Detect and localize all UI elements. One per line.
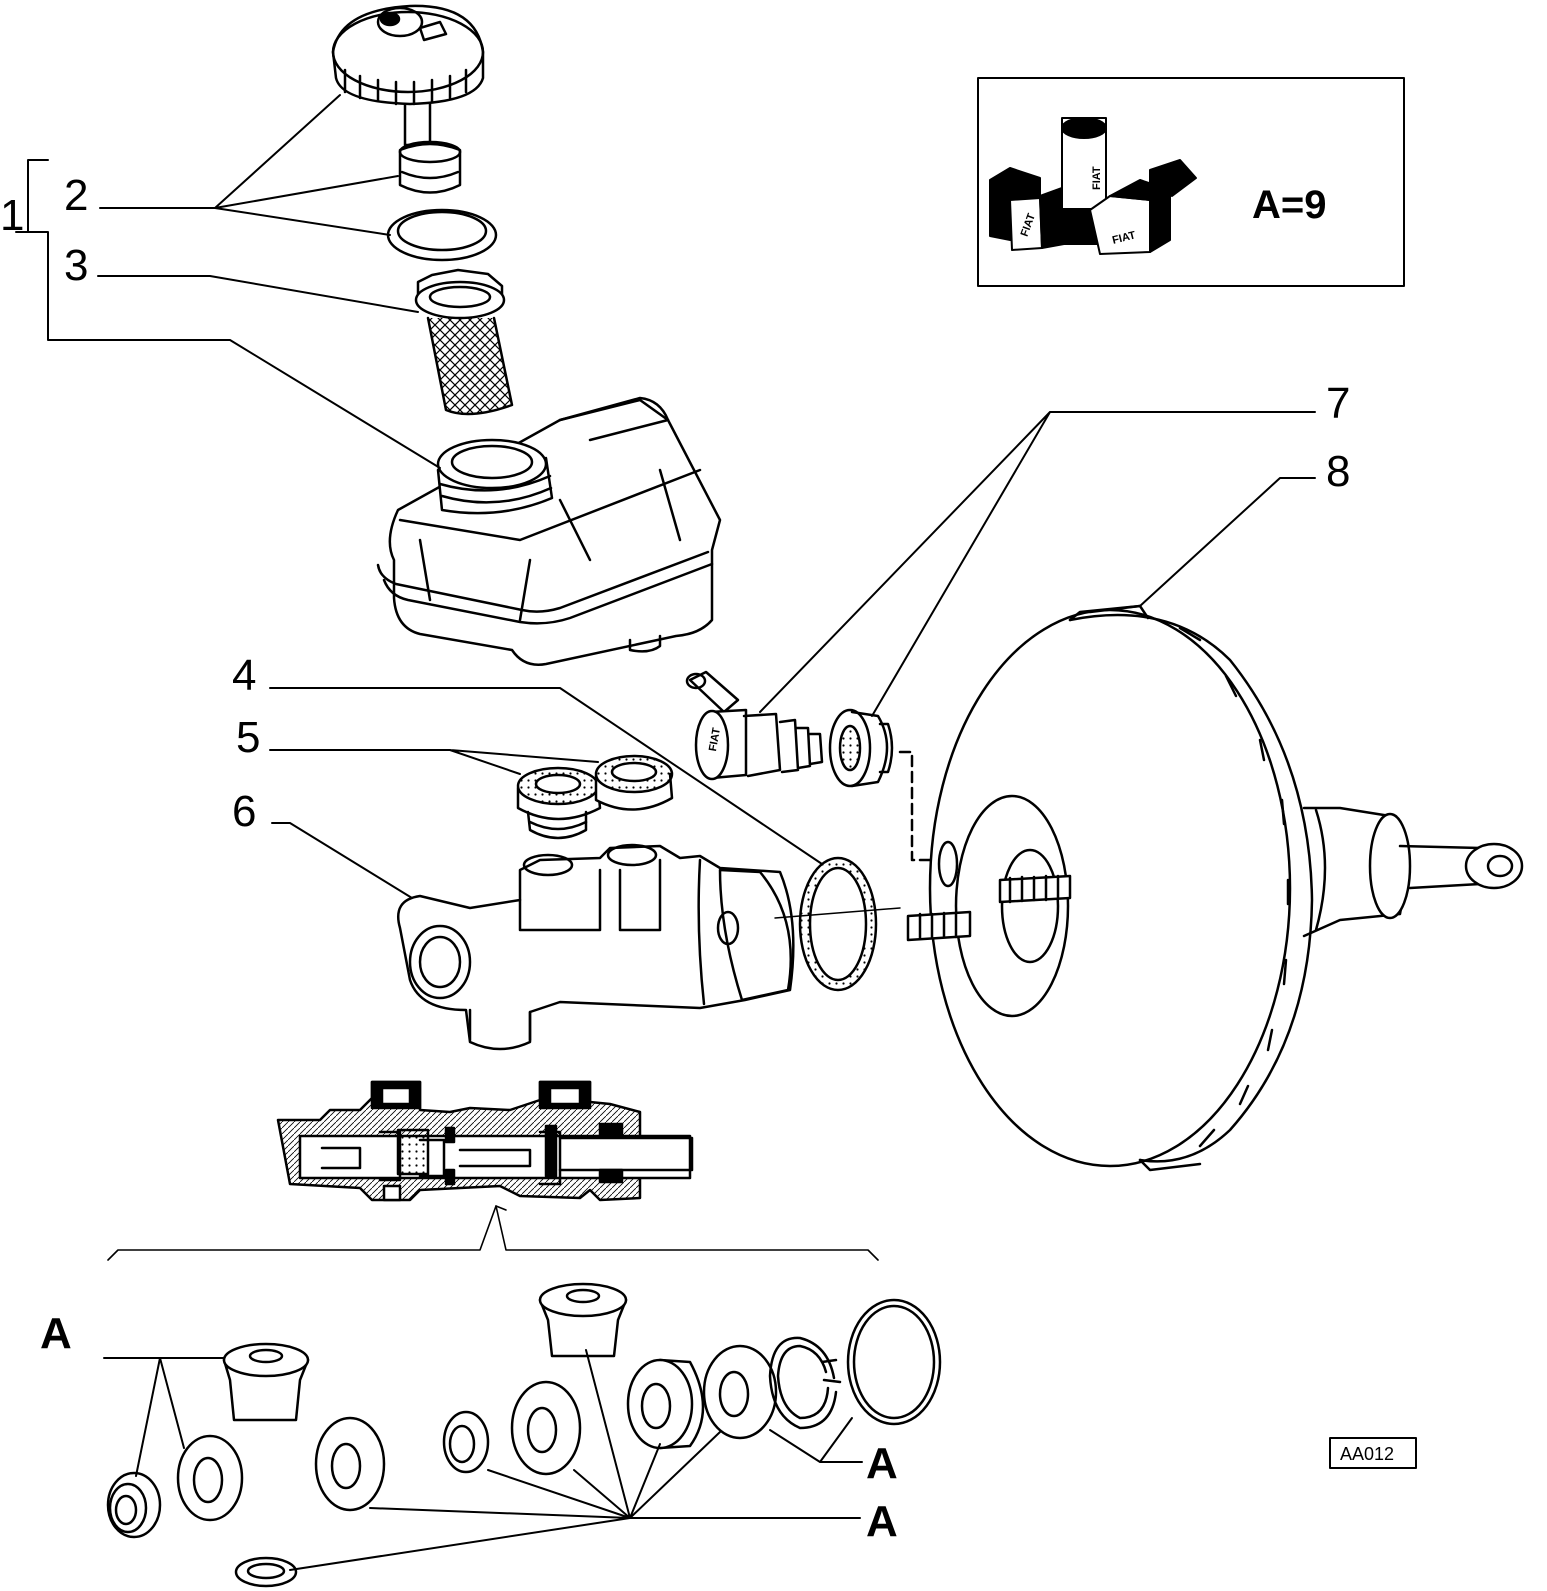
label-2: 2 bbox=[64, 171, 88, 220]
svg-text:FIAT: FIAT bbox=[707, 727, 723, 753]
filter-strainer bbox=[414, 268, 514, 416]
kit-seal-7 bbox=[702, 1344, 778, 1440]
label-a-left: A bbox=[40, 1309, 72, 1358]
reservoir-cap bbox=[331, 4, 485, 194]
label-a-right-top: A bbox=[866, 1439, 898, 1488]
grommet-right bbox=[594, 754, 674, 811]
kit-o-ring bbox=[846, 1298, 942, 1426]
drawing-code-box bbox=[1329, 1437, 1417, 1469]
kit-seal-6 bbox=[626, 1358, 705, 1450]
label-6: 6 bbox=[232, 787, 256, 836]
master-cylinder bbox=[397, 843, 795, 1051]
label-1: 1 bbox=[0, 191, 24, 240]
kit-info-box: FIAT FIAT FIAT bbox=[977, 77, 1405, 287]
valve-grommet bbox=[828, 708, 940, 862]
grommet-left bbox=[516, 766, 602, 840]
label-8: 8 bbox=[1326, 447, 1350, 496]
cylinder-cross-section bbox=[276, 1080, 694, 1202]
leader-lines bbox=[15, 94, 1316, 1571]
label-3: 3 bbox=[64, 241, 88, 290]
label-a-right-bottom: A bbox=[866, 1497, 898, 1546]
gasket-ring bbox=[798, 856, 878, 992]
kit-cup-left bbox=[222, 1342, 310, 1422]
label-7: 7 bbox=[1326, 379, 1350, 428]
kit-logo-text-2: FIAT bbox=[1091, 166, 1103, 190]
kit-seal-1 bbox=[106, 1471, 162, 1539]
kit-cup-right bbox=[538, 1282, 628, 1358]
fluid-reservoir bbox=[376, 396, 722, 666]
kit-seal-3 bbox=[314, 1416, 386, 1512]
kit-washer bbox=[234, 1556, 298, 1588]
seal-ring bbox=[386, 208, 498, 262]
kit-seal-4 bbox=[442, 1410, 490, 1474]
kit-circlip bbox=[768, 1336, 842, 1430]
kit-seal-5 bbox=[510, 1380, 582, 1476]
label-4: 4 bbox=[232, 651, 256, 700]
drawing-code: AA012 bbox=[1340, 1444, 1394, 1464]
kit-seal-2 bbox=[176, 1434, 244, 1522]
fiat-kit-logo bbox=[989, 117, 1197, 255]
check-valve: FIAT bbox=[685, 670, 824, 781]
brake-booster bbox=[906, 604, 1524, 1172]
kit-quantity-text: A=9 bbox=[1252, 183, 1327, 227]
label-5: 5 bbox=[236, 713, 260, 762]
kit-logo-text-3: FIAT bbox=[1111, 229, 1137, 246]
